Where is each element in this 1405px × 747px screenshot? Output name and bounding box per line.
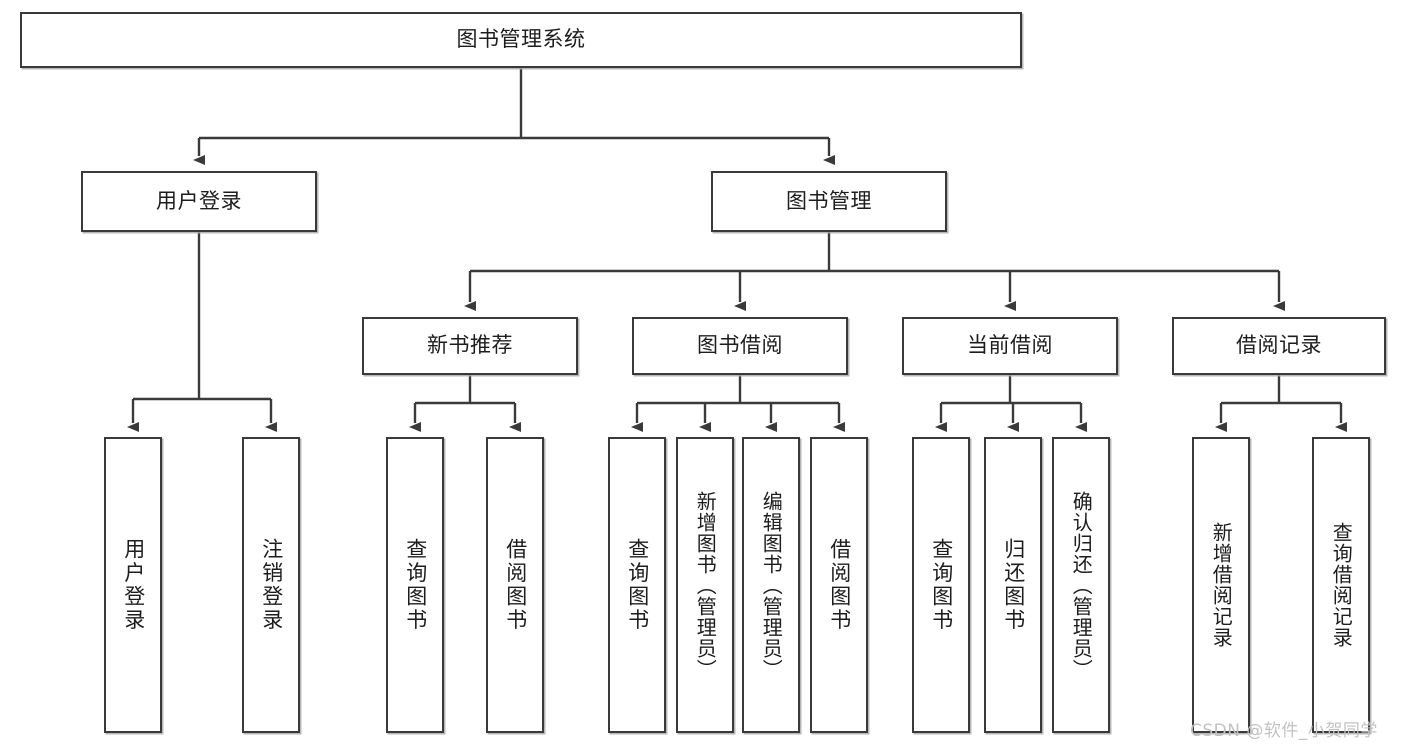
node-label: 查询图书	[625, 538, 650, 632]
node-label: 图书管理系统	[456, 27, 586, 52]
node-label: 用户登录	[121, 538, 146, 632]
node-leaf-query-borrow-record[interactable]: 查询借阅记录	[1312, 437, 1370, 733]
node-label: 新增图书（管理员）	[693, 490, 718, 680]
node-leaf-add-book-admin[interactable]: 新增图书（管理员）	[676, 437, 734, 733]
node-label: 新书推荐	[427, 333, 513, 358]
node-label: 图书管理	[786, 188, 872, 213]
node-label: 查询借阅记录	[1329, 522, 1354, 648]
node-book-manage[interactable]: 图书管理	[711, 171, 947, 232]
node-label: 查询图书	[929, 538, 954, 632]
node-label: 注销登录	[259, 538, 284, 632]
node-label: 借阅记录	[1236, 333, 1322, 358]
node-leaf-query-book-2[interactable]: 查询图书	[608, 437, 666, 733]
node-root[interactable]: 图书管理系统	[20, 12, 1022, 68]
node-label: 借阅图书	[827, 538, 852, 632]
node-leaf-borrow-book-1[interactable]: 借阅图书	[486, 437, 544, 733]
node-label: 编辑图书（管理员）	[759, 490, 784, 680]
node-leaf-user-login[interactable]: 用户登录	[104, 437, 162, 733]
node-label: 借阅图书	[503, 538, 528, 632]
node-leaf-logout[interactable]: 注销登录	[242, 437, 300, 733]
node-leaf-query-book-3[interactable]: 查询图书	[912, 437, 970, 733]
node-new-book-recommend[interactable]: 新书推荐	[362, 317, 578, 375]
node-borrow-record[interactable]: 借阅记录	[1172, 317, 1386, 375]
node-label: 用户登录	[156, 188, 242, 213]
node-leaf-edit-book-admin[interactable]: 编辑图书（管理员）	[742, 437, 800, 733]
node-leaf-borrow-book-2[interactable]: 借阅图书	[810, 437, 868, 733]
node-label: 归还图书	[1001, 538, 1026, 632]
node-leaf-add-borrow-record[interactable]: 新增借阅记录	[1192, 437, 1250, 733]
node-user-login[interactable]: 用户登录	[81, 171, 317, 232]
node-label: 确认归还（管理员）	[1069, 490, 1094, 680]
node-leaf-return-book[interactable]: 归还图书	[984, 437, 1042, 733]
node-leaf-query-book-1[interactable]: 查询图书	[386, 437, 444, 733]
node-label: 当前借阅	[967, 333, 1053, 358]
node-current-borrow[interactable]: 当前借阅	[902, 317, 1118, 375]
node-book-borrow[interactable]: 图书借阅	[632, 317, 848, 375]
csdn-watermark: CSDN @软件_小贺同学	[1190, 721, 1378, 741]
node-leaf-confirm-return-admin[interactable]: 确认归还（管理员）	[1052, 437, 1110, 733]
node-label: 图书借阅	[697, 333, 783, 358]
node-label: 新增借阅记录	[1209, 522, 1234, 648]
node-label: 查询图书	[403, 538, 428, 632]
